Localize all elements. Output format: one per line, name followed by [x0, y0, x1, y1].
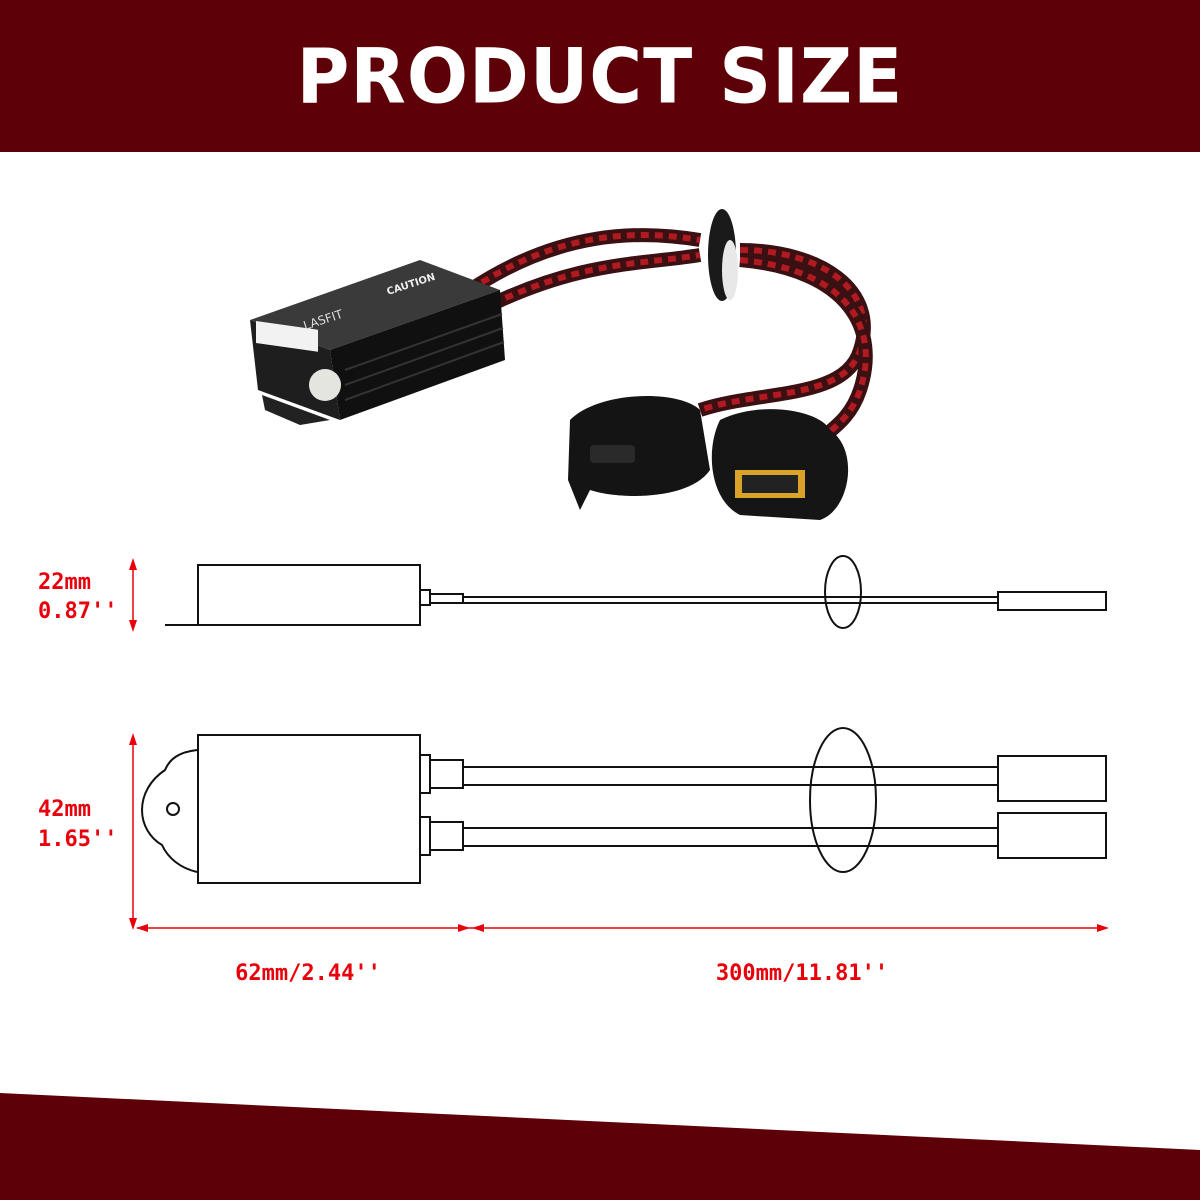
- height-in-label: 0.87'': [38, 599, 117, 624]
- cable-break-mark: [824, 555, 862, 629]
- side-view-diagram: [165, 555, 1107, 629]
- page-title: PRODUCT SIZE: [296, 31, 904, 121]
- width-mm-label: 42mm: [38, 797, 91, 822]
- product-photo: LASFIT CAUTION: [250, 209, 873, 520]
- footer-band: [0, 1093, 1200, 1200]
- box-length-label: 62mm/2.44'': [235, 961, 381, 986]
- dimension-arrows: [129, 558, 1109, 932]
- cable-break-mark: [809, 727, 877, 873]
- cable-length-label: 300mm/11.81'': [716, 961, 888, 986]
- top-view-diagram: [140, 727, 1107, 884]
- height-mm-label: 22mm: [38, 570, 91, 595]
- width-in-label: 1.65'': [38, 827, 117, 852]
- title-banner: PRODUCT SIZE: [0, 0, 1200, 152]
